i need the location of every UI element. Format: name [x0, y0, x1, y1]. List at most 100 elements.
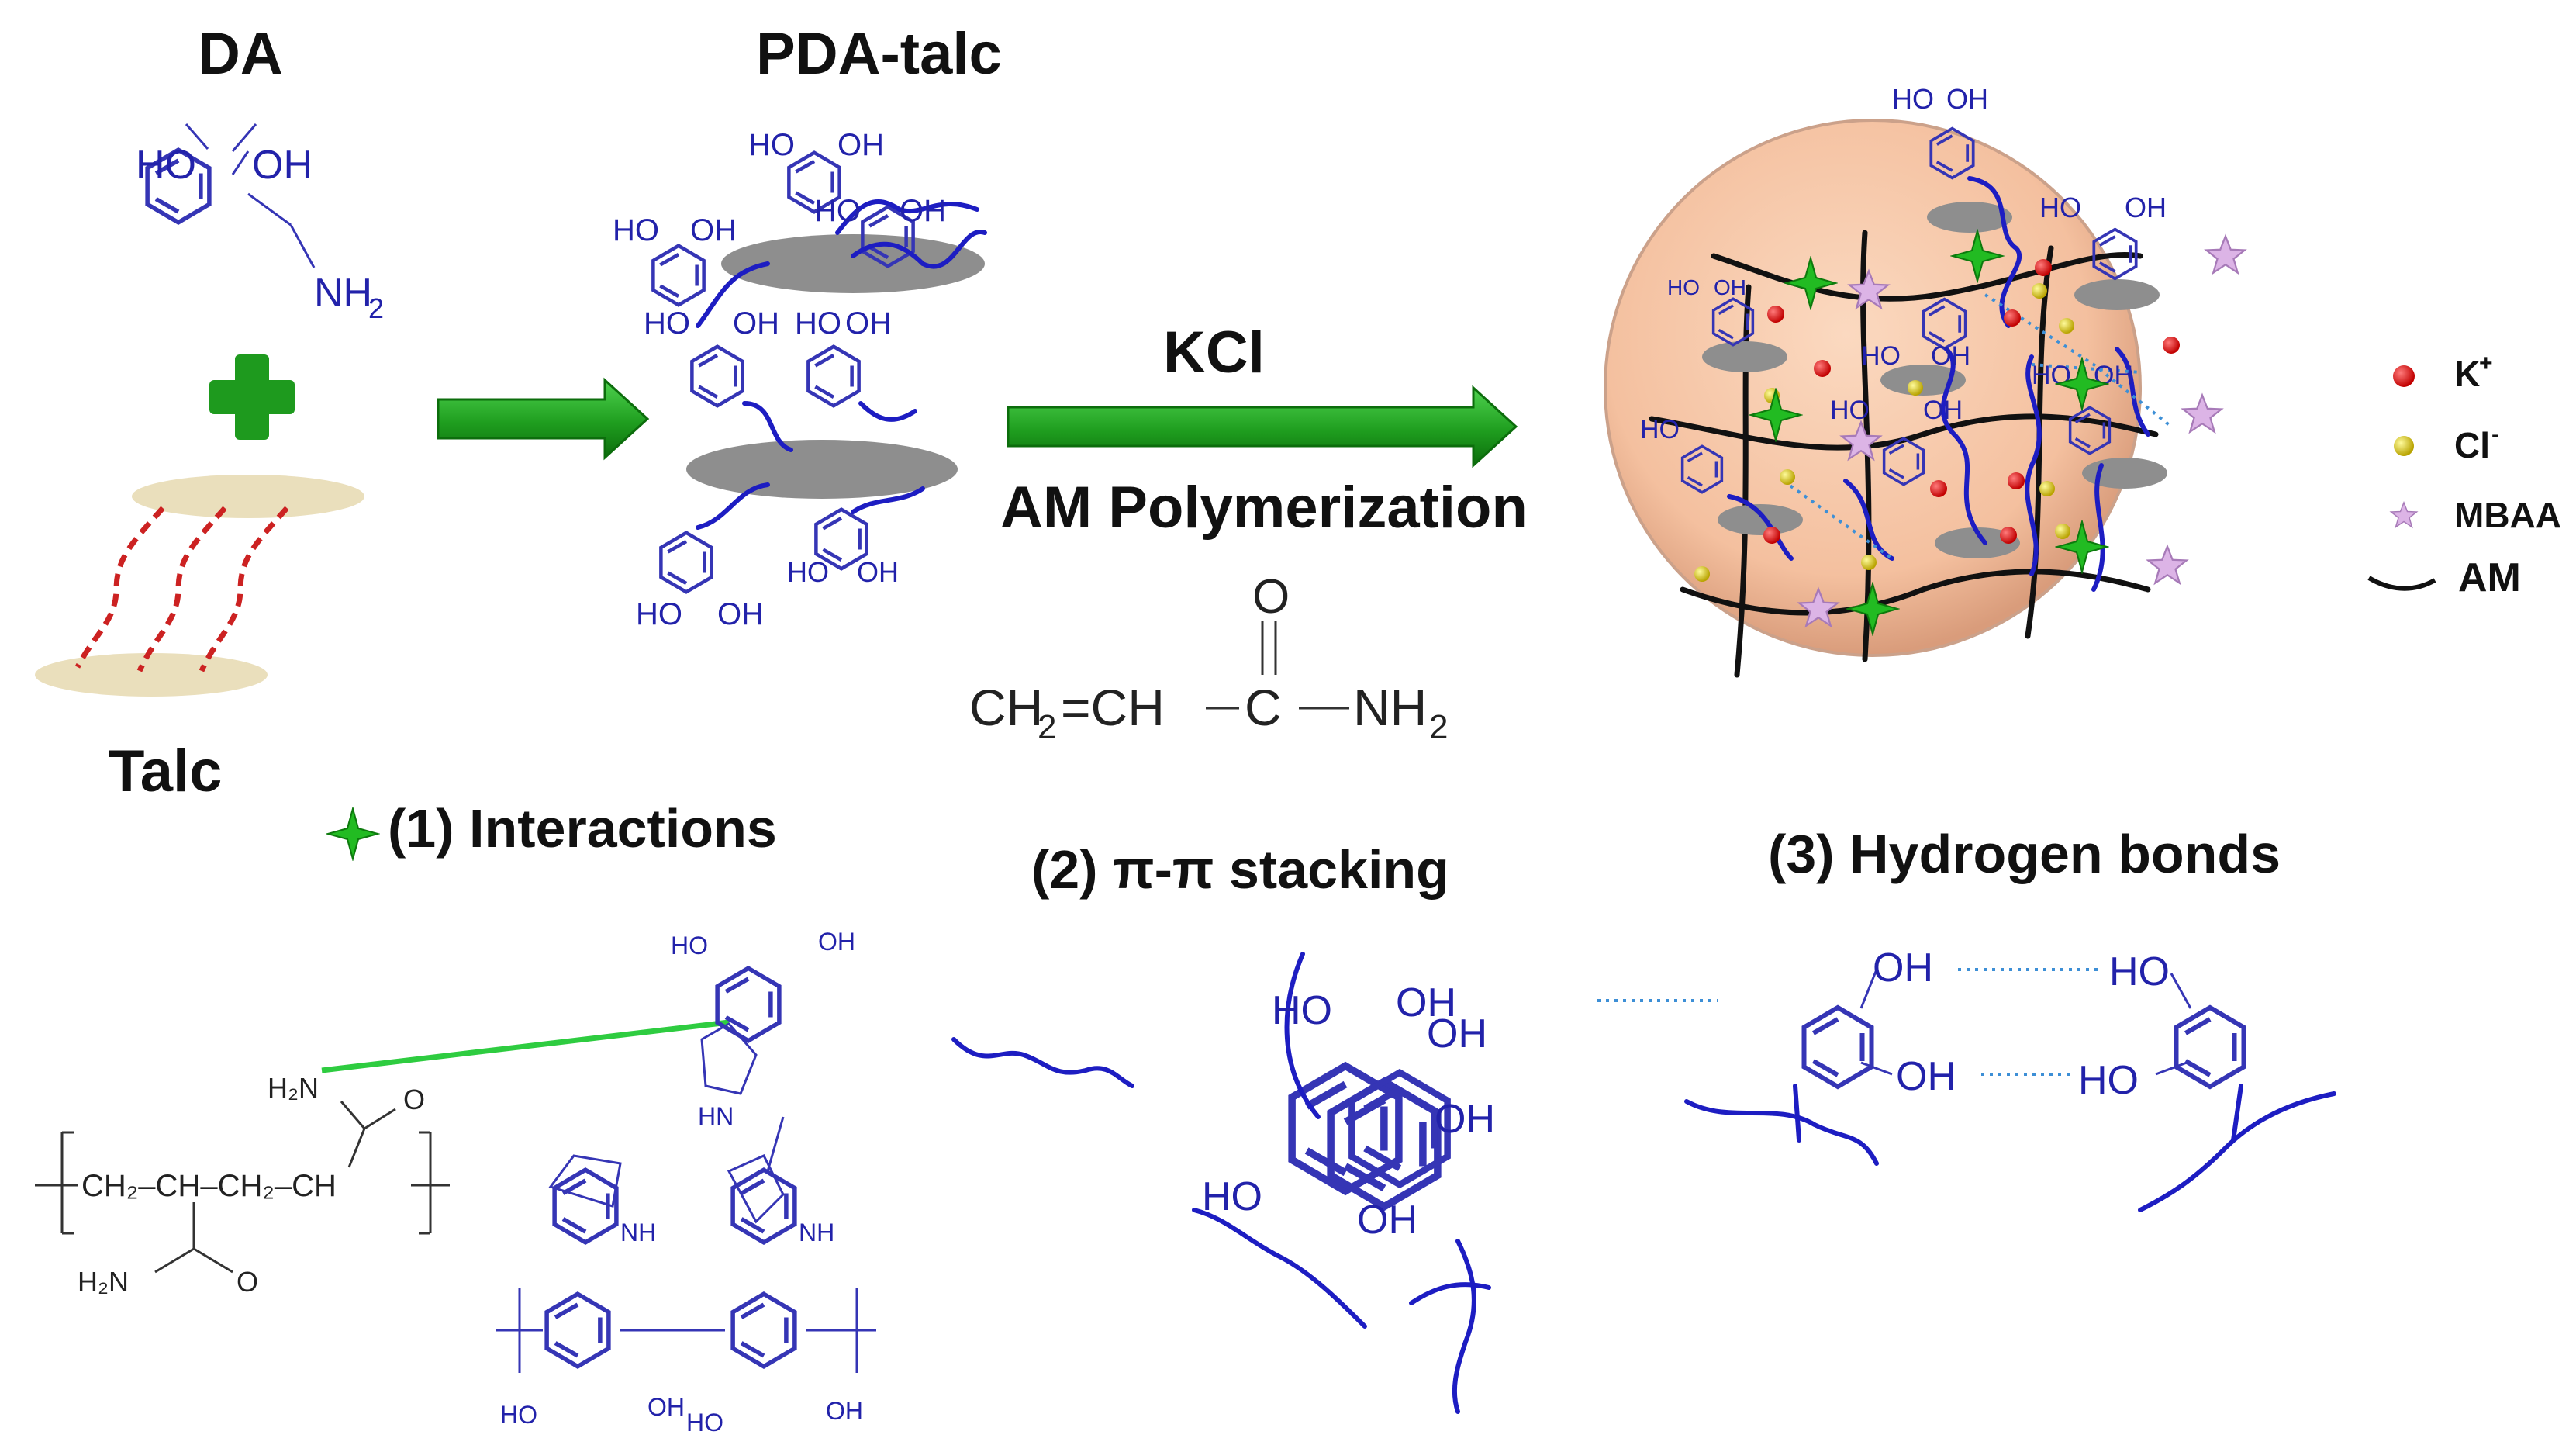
svg-text:OH: OH: [1931, 341, 1970, 371]
svg-text:NH: NH: [620, 1219, 656, 1246]
svg-text:=CH: =CH: [1061, 679, 1165, 736]
dopamine-section: DA HO OH NH 2 Talc: [35, 21, 384, 804]
pda-talc-section: PDA-talc HO OH HO OH HO OH: [613, 21, 1002, 631]
legend-k: K: [2454, 354, 2480, 394]
dopamine-structure: HO OH NH 2: [136, 123, 384, 324]
svg-text:HO: HO: [1640, 415, 1680, 444]
svg-text:HO: HO: [644, 306, 690, 341]
label-interactions: (1) Interactions: [388, 798, 777, 859]
label-am-polymerization: AM Polymerization: [1000, 475, 1528, 541]
svg-text:HO: HO: [795, 306, 841, 341]
svg-text:OH: OH: [826, 1397, 863, 1425]
svg-text:HN: HN: [698, 1102, 734, 1130]
svg-text:2: 2: [1038, 708, 1056, 746]
label-da: DA: [198, 21, 283, 87]
svg-text:HO: HO: [2109, 949, 2170, 994]
polyacrylamide-structure: CH₂–CH–CH₂–CH H₂N O H₂N O: [35, 1072, 450, 1298]
svg-text:O: O: [403, 1084, 425, 1115]
network-hydroxyls: HO OH HO OH HO OH HO OH HO OH HO HO OH: [1640, 83, 2167, 444]
svg-text:HO: HO: [671, 932, 708, 959]
svg-text:OH: OH: [818, 928, 855, 956]
green-star-icon: [326, 807, 379, 860]
label-kcl: KCl: [1163, 320, 1265, 385]
svg-text:OH: OH: [1357, 1198, 1417, 1243]
arrow-right-icon: [1007, 385, 1518, 468]
svg-text:OH: OH: [837, 128, 884, 162]
svg-text:OH: OH: [1923, 396, 1963, 425]
svg-text:HO: HO: [748, 128, 795, 162]
svg-text:OH: OH: [2125, 192, 2167, 223]
svg-text:HO: HO: [1830, 396, 1870, 425]
svg-text:HO: HO: [2039, 192, 2081, 223]
pda-sheets: [1702, 202, 2167, 558]
svg-text:CH₂–CH–CH₂–CH: CH₂–CH–CH₂–CH: [81, 1169, 337, 1203]
svg-text:OH: OH: [845, 306, 892, 341]
da-ho: HO: [136, 143, 196, 188]
legend-am: AM: [2458, 555, 2521, 600]
da-nh: NH: [314, 271, 372, 316]
pda-sheet-top: [721, 234, 985, 293]
label-pda-talc: PDA-talc: [756, 21, 1002, 87]
pda-chains: [696, 199, 987, 530]
svg-text:OH: OH: [1873, 946, 1933, 990]
arrow-right-icon: [437, 377, 650, 461]
svg-text:NH: NH: [799, 1219, 834, 1246]
da-oh: OH: [252, 143, 313, 188]
svg-text:HO: HO: [613, 213, 659, 247]
hbond-lines: [1782, 293, 2173, 560]
svg-text:C: C: [1245, 679, 1282, 736]
svg-text:OH: OH: [1435, 1097, 1495, 1142]
svg-text:OH: OH: [1427, 1011, 1487, 1056]
svg-text:OH: OH: [900, 194, 946, 228]
svg-text:O: O: [1252, 570, 1290, 624]
cl-ion-icon: [2394, 436, 2414, 456]
legend-mbaa: MBAA: [2454, 495, 2561, 535]
pda-hydroxyls: HO OH HO OH HO OH HO OH HO OH HO OH HO O…: [613, 128, 946, 631]
svg-text:H₂N: H₂N: [268, 1072, 319, 1104]
legend-k-sup: +: [2479, 351, 2493, 376]
hydrogen-bonds-section: (3) Hydrogen bonds OH HO OH HO: [1684, 824, 2336, 1212]
svg-text:OH: OH: [1396, 980, 1456, 1025]
k-ion-icon: [2393, 365, 2415, 387]
legend-cl: Cl: [2454, 425, 2490, 465]
svg-text:HO: HO: [1667, 275, 1700, 299]
svg-text:OH: OH: [717, 597, 764, 631]
pi-stacking-section: (2) π-π stacking HO OH OH OH HO OH: [951, 839, 1495, 1414]
legend-cl-sup: -: [2491, 422, 2499, 448]
reaction-arrow-section: KCl AM Polymerization O CH 2 =CH C NH 2: [969, 320, 1528, 746]
svg-text:OH: OH: [1946, 83, 1988, 115]
svg-text:HO: HO: [787, 556, 829, 588]
svg-text:HO: HO: [1202, 1174, 1262, 1219]
svg-text:HO: HO: [500, 1401, 537, 1429]
svg-text:O: O: [237, 1266, 258, 1298]
pda-sheet-bottom: [686, 440, 958, 499]
cl-ions: [1694, 283, 2074, 582]
hydrogel-network: HO OH HO OH HO OH HO OH HO OH HO HO OH: [1604, 83, 2246, 678]
label-talc: Talc: [109, 738, 222, 804]
network-chains: [1727, 176, 2150, 592]
interactions-section: (1) Interactions CH₂–CH–CH₂–CH H₂N O H₂N…: [35, 798, 876, 1436]
svg-text:HO: HO: [1892, 83, 1934, 115]
am-chain-icon: [2367, 576, 2436, 591]
svg-text:HO: HO: [814, 194, 861, 228]
svg-text:OH: OH: [1896, 1054, 1956, 1099]
svg-text:HO: HO: [686, 1409, 723, 1436]
interaction-line: [321, 1019, 730, 1073]
svg-text:HO: HO: [636, 597, 682, 631]
svg-text:2: 2: [1429, 708, 1448, 746]
svg-text:OH: OH: [857, 556, 899, 588]
stacked-rings: [1292, 1066, 1448, 1207]
talc-structure: [35, 475, 364, 697]
acrylamide-structure: O CH 2 =CH C NH 2: [969, 570, 1448, 746]
svg-text:HO: HO: [2078, 1058, 2139, 1103]
mbaa-icon: [2390, 502, 2418, 528]
svg-text:CH: CH: [969, 679, 1043, 736]
plus-icon: [209, 354, 295, 440]
svg-text:OH: OH: [1714, 275, 1746, 299]
svg-text:OH: OH: [690, 213, 737, 247]
svg-text:HO: HO: [1861, 341, 1901, 371]
label-hydrogen-bonds: (3) Hydrogen bonds: [1768, 824, 2281, 884]
pda-polymer-structure: HO OH HN NH NH HO OH HO OH: [496, 928, 876, 1436]
legend: K + Cl - MBAA AM: [2367, 351, 2561, 600]
